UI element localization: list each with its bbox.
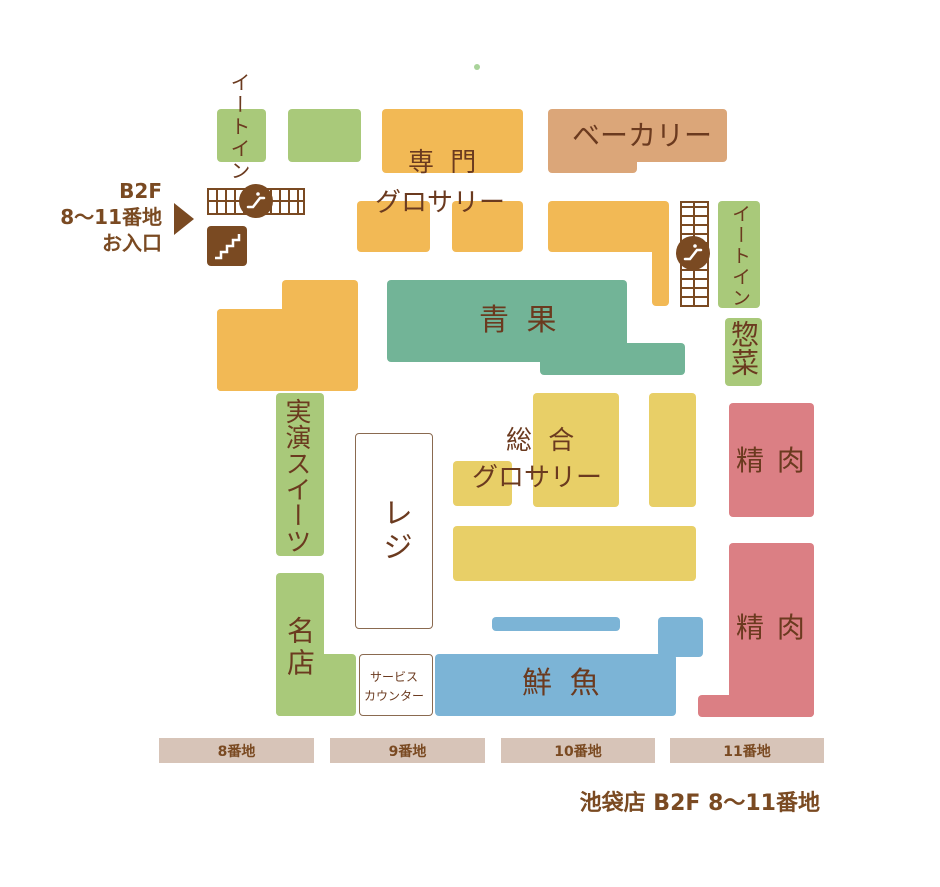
service-counter-label-2: カウンター <box>364 689 425 703</box>
eat-in-left-label: イートイン <box>227 72 251 182</box>
eat-in-right-label: イートイン <box>729 204 751 309</box>
produce-label: 青 果 <box>479 303 561 338</box>
map-title: 池袋店 B2F 8〜11番地 <box>579 791 820 816</box>
specialty-grocery-block-top[interactable] <box>382 109 523 173</box>
general-grocery-label-2: グロサリー <box>472 463 603 493</box>
grocery-block-l[interactable] <box>548 201 669 252</box>
general-grocery-block-wide[interactable] <box>453 526 696 581</box>
general-grocery-label-1: 総 合 <box>506 426 579 456</box>
decorative-dot <box>474 64 480 70</box>
eat-in-right-block[interactable] <box>718 201 760 308</box>
meat-block-2-foot[interactable] <box>698 695 814 717</box>
general-grocery-block-narrow[interactable] <box>649 393 696 507</box>
deli-block[interactable] <box>725 318 762 386</box>
service-counter[interactable] <box>359 654 433 716</box>
meat-label-1: 精 肉 <box>736 444 807 477</box>
green-block-top[interactable] <box>288 109 361 162</box>
live-sweets-label: 実演スイーツ <box>281 398 311 554</box>
service-counter-label-1: サービス <box>370 670 419 684</box>
specialty-grocery-label-2: グロサリー <box>375 188 506 218</box>
famous-shops-label: 名店 <box>283 616 316 680</box>
meat-block-2[interactable] <box>729 543 814 717</box>
grocery-block-left-patch[interactable] <box>217 309 312 391</box>
specialty-grocery-block-right[interactable] <box>452 201 523 252</box>
live-sweets-block[interactable] <box>276 393 324 556</box>
fish-block-main[interactable] <box>435 654 676 716</box>
entrance-label: B2F 8〜11番地 お入口 <box>60 178 162 256</box>
grocery-block-l-tail[interactable] <box>652 240 669 306</box>
arrow-right-icon <box>174 203 194 235</box>
register-counter[interactable] <box>355 433 433 629</box>
address-8: 8番地 <box>159 738 314 763</box>
fish-label: 鮮 魚 <box>522 666 604 701</box>
entrance-text: お入口 <box>102 231 162 255</box>
specialty-grocery-block-left[interactable] <box>357 201 430 252</box>
address-10: 10番地 <box>501 738 655 763</box>
eat-in-left-block[interactable] <box>217 109 266 162</box>
address-11: 11番地 <box>670 738 824 763</box>
escalator-icon <box>239 184 273 218</box>
deli-label: 惣菜 <box>727 320 760 376</box>
address-9: 9番地 <box>330 738 485 763</box>
bakery-label: ベーカリー <box>572 119 713 152</box>
bakery-block-lower[interactable] <box>548 150 637 173</box>
famous-shops-block-foot[interactable] <box>276 654 356 716</box>
register-label: レジ <box>377 497 412 565</box>
stairs-icon <box>207 226 247 266</box>
fish-bar[interactable] <box>492 617 620 631</box>
general-grocery-block-main[interactable] <box>533 393 619 507</box>
specialty-grocery-label-1: 専 門 <box>408 148 481 178</box>
escalator-icon-right <box>676 236 710 270</box>
produce-block-ext[interactable] <box>540 343 685 375</box>
meat-label-2: 精 肉 <box>736 611 807 644</box>
entrance-floor: B2F <box>119 179 162 203</box>
meat-block-1[interactable] <box>729 403 814 517</box>
general-grocery-block-small[interactable] <box>453 461 512 506</box>
entrance-address: 8〜11番地 <box>60 205 162 229</box>
fish-block-right[interactable] <box>658 617 703 657</box>
